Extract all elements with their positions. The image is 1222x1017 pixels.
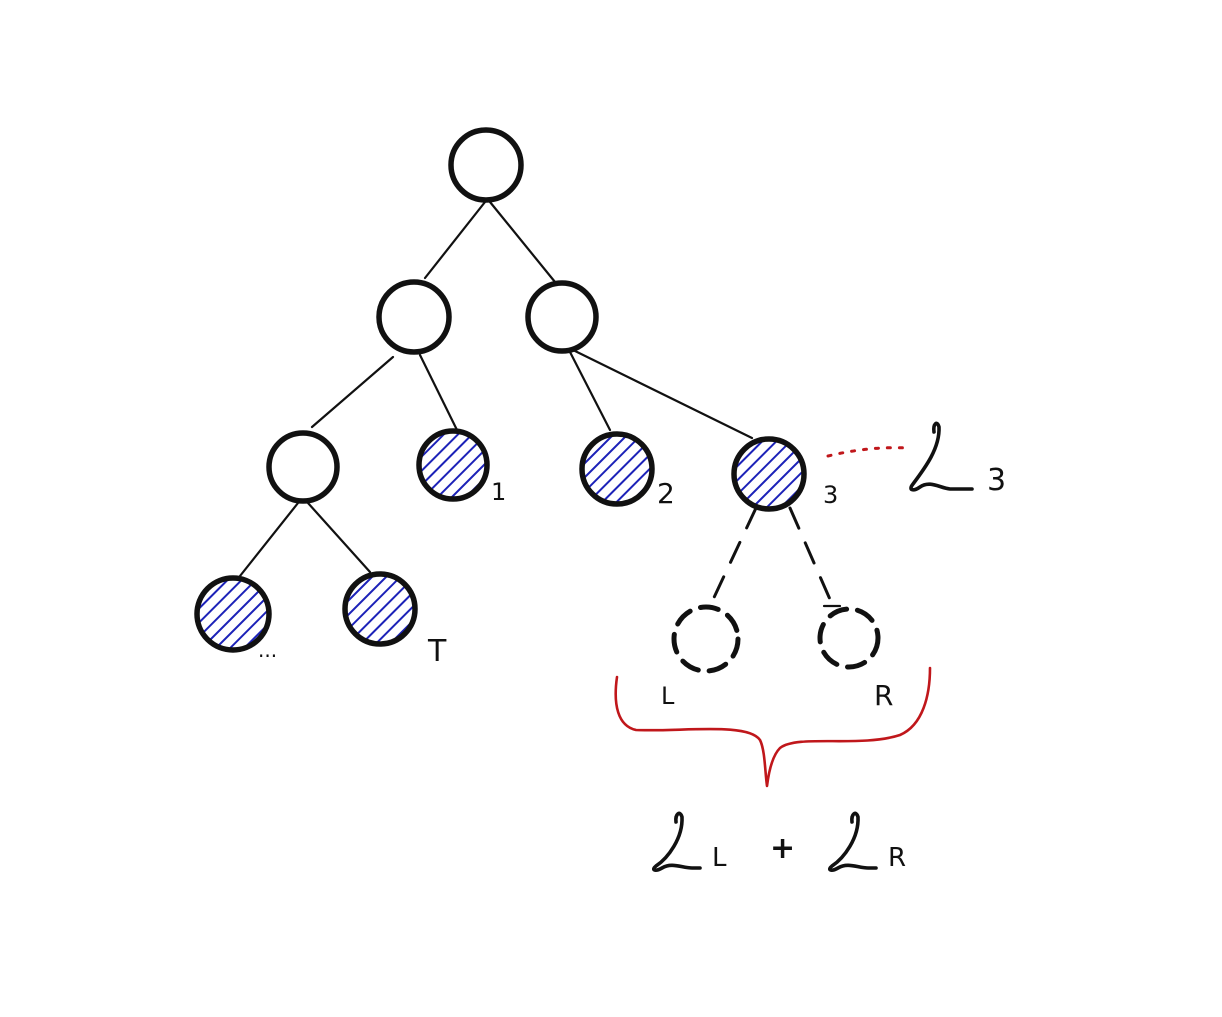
leaf-dots bbox=[194, 575, 272, 653]
node-left bbox=[376, 279, 452, 355]
leaf-3 bbox=[731, 436, 807, 512]
edge-leaf3-right-child bbox=[788, 506, 834, 606]
loss-sum-right-subscript: R bbox=[888, 843, 906, 873]
leaf-nodes bbox=[194, 428, 807, 653]
loss-sum-left-subscript: L bbox=[712, 843, 727, 873]
internal-nodes bbox=[266, 127, 599, 504]
candidate-children bbox=[671, 604, 881, 674]
edge-ll-leafdots bbox=[238, 501, 300, 578]
leaf-3-loss: 3 bbox=[826, 421, 1006, 498]
edge-left-left bbox=[310, 355, 395, 429]
leaf-T bbox=[342, 571, 418, 647]
edge-leaf3-left-child bbox=[708, 506, 758, 608]
loss-sum-plus: + bbox=[770, 831, 795, 866]
left-child-node bbox=[671, 604, 741, 674]
loss-symbol-icon bbox=[909, 421, 974, 492]
loss-symbol-left-icon bbox=[652, 811, 702, 872]
loss-symbol-right-icon bbox=[828, 811, 878, 872]
left-child-label: L bbox=[661, 682, 675, 710]
right-child-node bbox=[817, 606, 881, 670]
edge-right-leaf3 bbox=[571, 348, 754, 440]
leaf-1 bbox=[416, 428, 490, 502]
leaf-1-label: 1 bbox=[491, 478, 506, 506]
leaf-dots-label: ... bbox=[258, 638, 277, 662]
leaf-T-label: T bbox=[427, 634, 447, 669]
edge-ll-leafT bbox=[306, 501, 372, 574]
leaf-labels: 1 2 3 ... T L R bbox=[258, 477, 893, 712]
right-child-label: R bbox=[874, 679, 893, 712]
leaf-3-loss-subscript: 3 bbox=[987, 463, 1006, 498]
edge-root-left bbox=[423, 200, 487, 280]
node-left-left bbox=[266, 430, 340, 504]
tree-edges bbox=[238, 200, 842, 608]
node-right bbox=[525, 280, 599, 354]
edge-right-leaf2 bbox=[568, 350, 612, 432]
leaf-2 bbox=[579, 431, 655, 507]
leaf-2-label: 2 bbox=[657, 477, 675, 510]
edge-left-leaf1 bbox=[418, 353, 459, 432]
leaf-3-label: 3 bbox=[823, 481, 838, 509]
leaf-3-loss-connector bbox=[826, 446, 910, 458]
root-node bbox=[448, 127, 524, 203]
children-loss-sum: L + R bbox=[652, 811, 906, 873]
edge-root-right bbox=[488, 200, 557, 284]
children-brace bbox=[614, 666, 932, 788]
